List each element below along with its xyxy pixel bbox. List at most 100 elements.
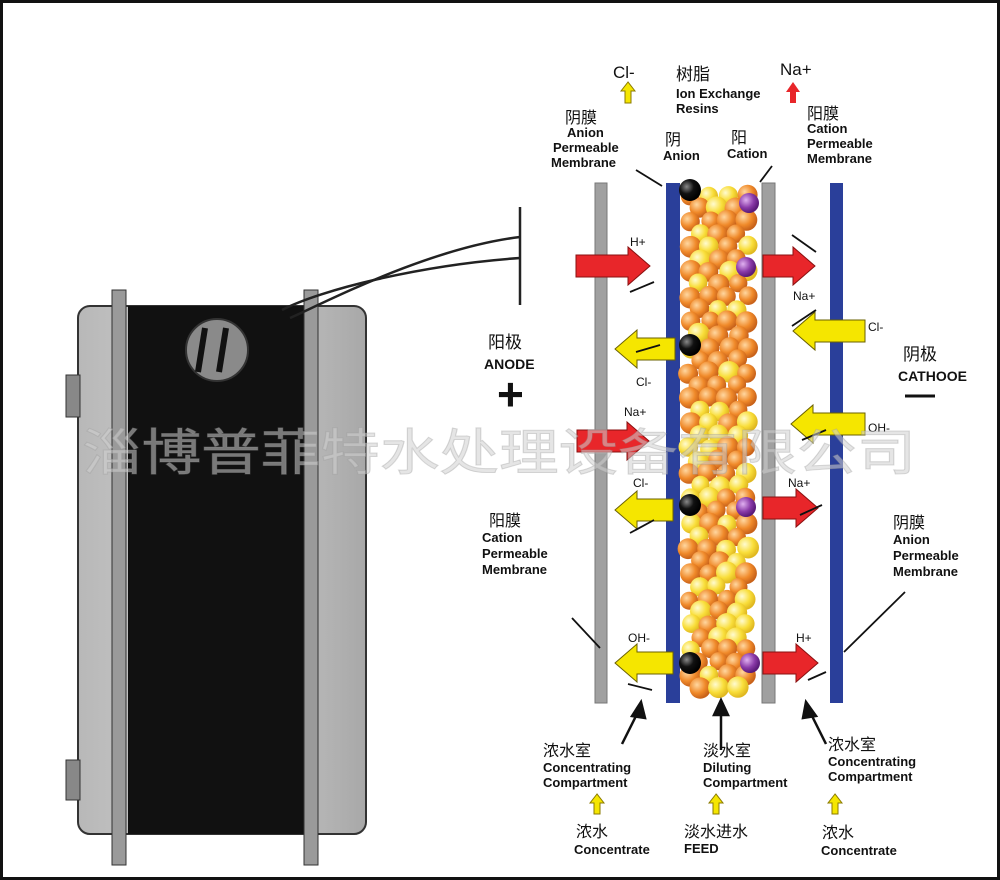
feed-left-zh: 浓水 (576, 822, 608, 841)
membrane-tr-zh: 阳膜 (807, 104, 839, 123)
compartment-right-en1: Concentrating (828, 754, 916, 769)
compartment-mid-en1: Diluting (703, 760, 751, 775)
resin-bead (727, 676, 749, 698)
compartment-left-en2: Compartment (543, 775, 628, 790)
resin-bead (701, 311, 720, 330)
membrane-tl-zh: 阴膜 (565, 108, 597, 127)
compartment-right-en2: Compartment (828, 769, 913, 784)
membrane-bl-zh: 阳膜 (489, 511, 521, 530)
membrane-tl-en2: Permeable (553, 140, 619, 155)
feed-left-en: Concentrate (574, 842, 650, 857)
resin-bead (678, 437, 699, 457)
ion-label-h: H+ (796, 631, 812, 645)
cathode-zh: 阴极 (903, 345, 937, 365)
ion-label-oh: OH- (868, 421, 890, 435)
anion-flow-arrow (790, 403, 866, 445)
cathode-sign: — (905, 378, 935, 411)
ion-label-cl: Cl- (868, 320, 883, 334)
ion-label-oh: OH- (628, 631, 650, 645)
resin-label-zh: 树脂 (676, 65, 710, 85)
small-up-arrows (588, 81, 844, 815)
anion-flow-arrow (614, 489, 674, 531)
resin-bead (717, 310, 738, 331)
module-port (185, 318, 249, 382)
anode-en: ANODE (484, 356, 535, 372)
ion-label-na: Na+ (788, 476, 810, 490)
cation-flow-arrow (762, 642, 819, 684)
anode-zh: 阳极 (488, 333, 522, 353)
small-up-arrow-red (786, 82, 800, 103)
compartment-left-zh: 浓水室 (543, 741, 591, 760)
resin-bead (738, 286, 758, 306)
resin-bead (682, 614, 701, 633)
anion-ball (679, 494, 701, 516)
feed-mid-en: FEED (684, 841, 719, 856)
resin-bead (738, 235, 758, 255)
module-fitting-top (65, 374, 81, 418)
module-fitting-bottom (65, 759, 81, 801)
module-tie-rod-left (111, 289, 127, 866)
cation-flow-arrow (762, 487, 819, 529)
cation-flow-arrow (762, 245, 816, 287)
cation-ball (736, 257, 756, 277)
feed-right-zh: 浓水 (822, 823, 854, 842)
cation-flow-arrow (575, 245, 651, 287)
ion-label-na: Na+ (624, 405, 646, 419)
ion-balls (679, 179, 760, 674)
resin-bed (677, 184, 759, 699)
anion-membrane-right (830, 183, 843, 703)
top-na-ion: Na+ (780, 60, 812, 79)
membrane-br-en3: Membrane (893, 564, 958, 579)
cathode-en: CATHOOE (898, 368, 967, 384)
membrane-tl-en1: Anion (567, 125, 604, 140)
membrane-br-en1: Anion (893, 532, 930, 547)
pointer-lines (571, 165, 906, 691)
resin-bead (708, 677, 730, 699)
ion-label-h: H+ (630, 235, 646, 249)
cation-ball (736, 497, 756, 517)
resin-bead (688, 273, 708, 293)
resin-bead (736, 512, 758, 535)
cation-membrane-center (761, 182, 776, 704)
anion-label-zh: 阴 (665, 130, 681, 149)
membrane-bl-en3: Membrane (482, 562, 547, 577)
cation-label-zh: 阳 (731, 128, 747, 147)
anion-ball (679, 334, 701, 356)
membrane-tl-en3: Membrane (551, 155, 616, 170)
edi-module-illustration (65, 207, 522, 866)
resin-label-en1: Ion Exchange (676, 86, 761, 101)
resin-bead (689, 677, 711, 699)
compartment-right-zh: 浓水室 (828, 735, 876, 754)
compartment-mid-zh: 淡水室 (703, 741, 751, 760)
anion-label-en: Anion (663, 148, 700, 163)
resin-label-en2: Resins (676, 101, 719, 116)
anion-ball (679, 179, 701, 201)
feed-right-en: Concentrate (821, 843, 897, 858)
membrane-bl-en2: Permeable (482, 546, 548, 561)
membrane-tr-en1: Cation (807, 121, 848, 136)
resin-bead (689, 197, 710, 218)
resin-bead (735, 209, 758, 231)
cation-label-en: Cation (727, 146, 768, 161)
membrane-bl-en1: Cation (482, 530, 523, 545)
resin-bead (729, 274, 748, 293)
resin-bead (707, 576, 726, 595)
anion-membrane-center (666, 183, 680, 703)
feed-mid-zh: 淡水进水 (684, 822, 748, 841)
membrane-tr-en2: Permeable (807, 136, 873, 151)
ion-label-na: Na+ (793, 289, 815, 303)
watermark-text: 淄博普菲特水处理设备有限公司 (82, 424, 916, 482)
ion-label-cl: Cl- (633, 476, 648, 490)
cation-flow-arrow (576, 420, 650, 462)
anion-flow-arrow (614, 642, 674, 684)
compartment-left-en1: Concentrating (543, 760, 631, 775)
membrane-br-zh: 阴膜 (893, 513, 925, 532)
resin-bead (737, 536, 759, 559)
ion-label-cl: Cl- (636, 375, 651, 389)
cation-ball (739, 193, 759, 213)
resin-bead (716, 561, 738, 584)
membrane-br-en2: Permeable (893, 548, 959, 563)
